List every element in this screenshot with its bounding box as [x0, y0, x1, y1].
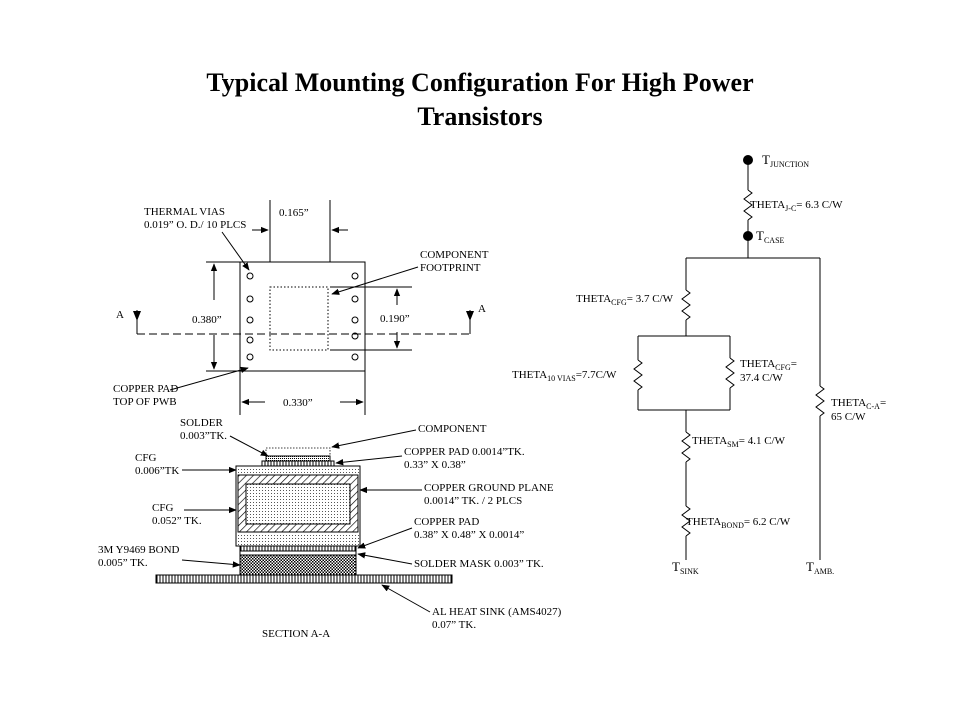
bond-layer — [239, 554, 357, 576]
dim-0-380: 0.380” — [192, 314, 222, 326]
thermal-vias — [246, 272, 359, 361]
solder-label: SOLDER 0.003”TK. — [180, 417, 227, 442]
theta-vias-label: THETA10 VIAS=7.7C/W — [512, 369, 617, 383]
theta-jc-label: THETAJ-C= 6.3 C/W — [750, 199, 843, 213]
thermal-via — [351, 316, 359, 324]
section-label-right: A — [478, 303, 486, 315]
cfg-052-label: CFG 0.052” TK. — [152, 502, 202, 527]
theta-cfg2-label: THETACFG= 37.4 C/W — [740, 358, 800, 384]
bond-label: 3M Y9469 BOND 0.005” TK. — [98, 544, 182, 569]
dim-0-165: 0.165” — [279, 207, 309, 219]
cfg-006-layer — [237, 467, 359, 475]
solder-mask — [239, 550, 357, 556]
top-view: A A 0.165” 0.380” 0.190” 0.330” THERMAL … — [113, 200, 491, 415]
resistor-theta-sm — [681, 431, 691, 463]
dim-0-190: 0.190” — [380, 313, 410, 325]
thermal-via — [246, 272, 254, 280]
component-label: COMPONENT — [418, 423, 487, 435]
resistor-theta-vias — [633, 359, 643, 391]
solder-layer — [265, 455, 331, 462]
copper-pad-top-label: COPPER PAD TOP OF PWB — [113, 383, 181, 408]
heat-sink — [155, 574, 453, 584]
resistor-theta-ca — [815, 385, 825, 417]
dim-0-330: 0.330” — [283, 397, 313, 409]
thermal-via — [246, 295, 254, 303]
thermal-vias-label: THERMAL VIAS 0.019” O. D./ 10 PLCS — [144, 206, 246, 231]
copper-ground-label: COPPER GROUND PLANE 0.0014” TK. / 2 PLCS — [424, 482, 556, 507]
cfg-lower — [237, 533, 359, 545]
copper-pad-thin — [261, 460, 335, 467]
component-footprint-label: COMPONENT FOOTPRINT — [420, 249, 491, 274]
theta-ca-label: THETAC-A= 65 C/W — [831, 397, 889, 423]
t-case-label: TCASE — [756, 228, 785, 245]
title-line-1: Typical Mounting Configuration For High … — [206, 68, 754, 97]
t-junction-label: TJUNCTION — [762, 152, 809, 169]
theta-sm-label: THETASM= 4.1 C/W — [692, 435, 786, 449]
thermal-network-labels: TJUNCTION THETAJ-C= 6.3 C/W TCASE THETAC… — [512, 152, 889, 576]
theta-cfg1-label: THETACFG= 3.7 C/W — [576, 293, 674, 307]
thermal-via — [351, 272, 359, 280]
section-a-a-label: SECTION A-A — [262, 628, 330, 640]
thermal-via — [351, 295, 359, 303]
component-footprint — [269, 286, 329, 351]
t-sink-label: TSINK — [672, 559, 699, 576]
copper-pad-thin-label: COPPER PAD 0.0014”TK. 0.33” X 0.38” — [404, 446, 527, 471]
heat-sink-label: AL HEAT SINK (AMS4027) 0.07” TK. — [432, 606, 564, 631]
copper-pad-label: COPPER PAD 0.38” X 0.48” X 0.0014” — [414, 516, 524, 541]
title-line-2: Transistors — [417, 102, 543, 131]
section-view: SOLDER 0.003”TK. COMPONENT COPPER PAD 0.… — [98, 417, 564, 640]
thermal-via — [246, 353, 254, 361]
component-body — [265, 447, 331, 457]
cfg-006-label: CFG 0.006”TK — [135, 452, 179, 477]
t-amb-label: TAMB. — [806, 559, 834, 576]
case-node — [743, 231, 753, 241]
slide-title: Typical Mounting Configuration For High … — [0, 66, 960, 134]
thermal-via — [246, 336, 254, 344]
thermal-via — [246, 316, 254, 324]
copper-pad-outline — [239, 261, 366, 372]
thermal-via — [351, 353, 359, 361]
resistor-theta-cfg1 — [681, 289, 691, 321]
junction-node — [743, 155, 753, 165]
resistor-theta-cfg2 — [725, 357, 735, 389]
theta-bond-label: THETABOND= 6.2 C/W — [686, 516, 791, 530]
resistor-theta-bond — [681, 505, 691, 537]
solder-mask-label: SOLDER MASK 0.003” TK. — [414, 558, 544, 570]
section-label-left: A — [116, 309, 124, 321]
copper-pad-bottom — [239, 545, 357, 552]
thermal-network — [633, 155, 825, 560]
resistor-theta-jc — [743, 189, 753, 221]
cfg-052-core — [245, 483, 351, 525]
